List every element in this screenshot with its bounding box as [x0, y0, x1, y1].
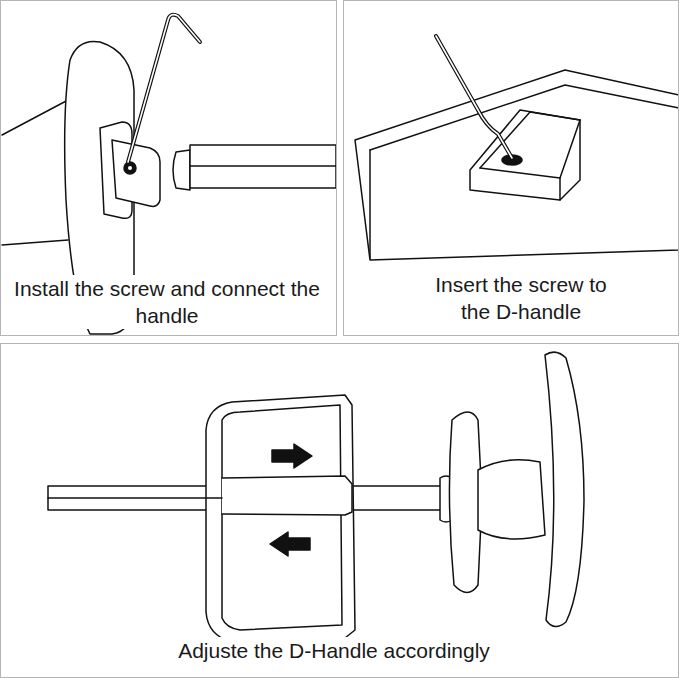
instruction-panel: Install the screw and connect the handle: [0, 0, 337, 336]
step-caption: Install the screw and connect the handle: [8, 275, 326, 329]
caption-holder: Adjuste the D-Handle accordingly: [34, 637, 634, 664]
instruction-panel: Insert the screw to the D-handle: [343, 0, 679, 336]
step-caption: Adjuste the D-Handle accordingly: [175, 637, 493, 664]
step-caption: Insert the screw to the D-handle: [431, 271, 611, 325]
caption-holder: Install the screw and connect the handle: [8, 275, 326, 329]
instruction-panel: Adjuste the D-Handle accordingly: [0, 343, 679, 678]
caption-holder: Insert the screw to the D-handle: [431, 271, 611, 325]
